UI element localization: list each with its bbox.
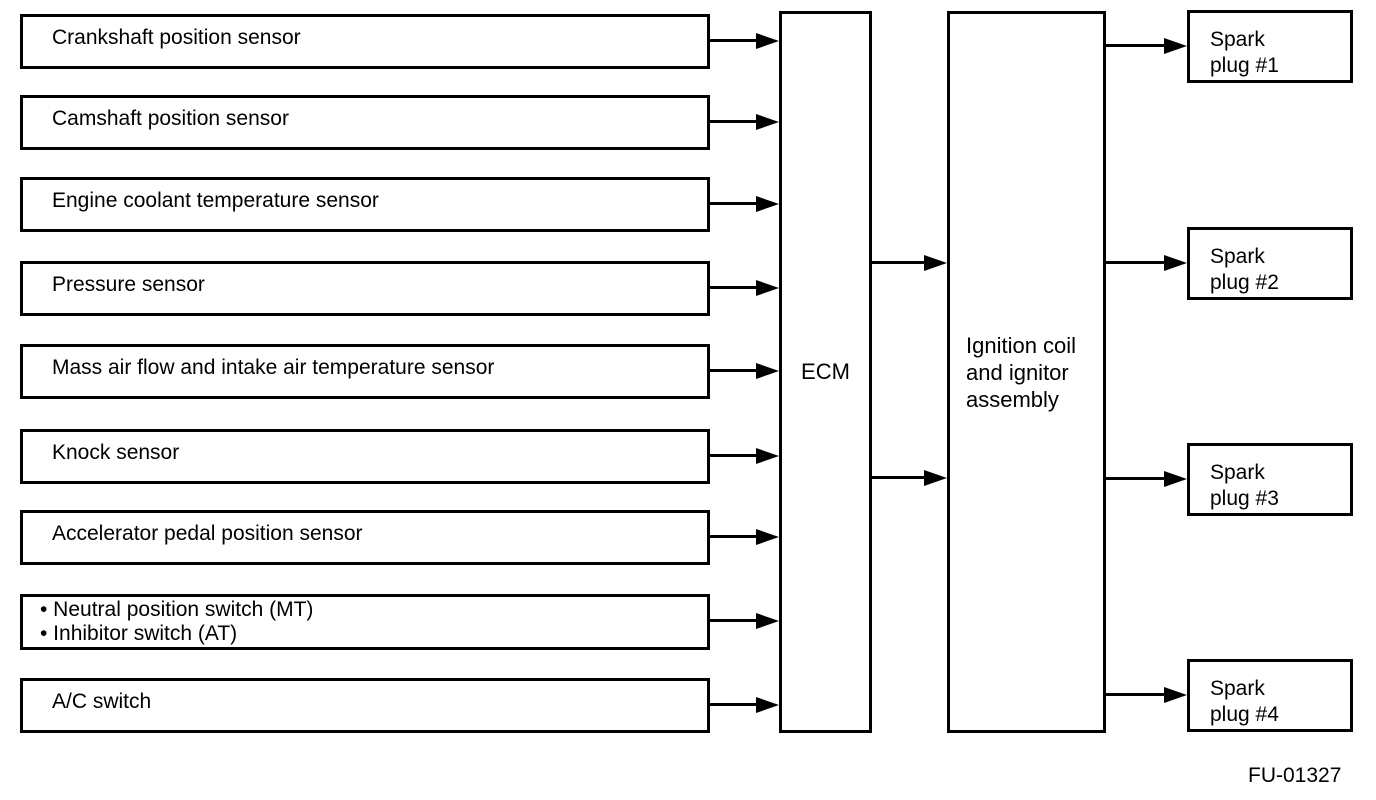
arrow-coolant-to-ecm (710, 196, 779, 212)
coil-label-line-1: Ignition coil (966, 332, 1077, 358)
plug-label-line-2: plug #4 (1210, 703, 1279, 726)
arrow-ecm-to-coil-lower (872, 470, 947, 486)
arrow-shaft (710, 39, 759, 42)
arrow-shaft (710, 202, 759, 205)
coil-label-line-2: and ignitor (966, 359, 1069, 385)
arrow-accelerator-to-ecm (710, 529, 779, 545)
arrow-maf-to-ecm (710, 363, 779, 379)
arrow-shaft (710, 369, 759, 372)
arrowhead-icon (756, 280, 779, 296)
input-label-line-1: • Neutral position switch (MT) (40, 598, 314, 621)
plug-label-line-1: Spark (1210, 461, 1265, 484)
input-box-camshaft-position-sensor: Camshaft position sensor (20, 95, 710, 150)
spark-plug-3-box: Spark plug #3 (1187, 443, 1353, 516)
arrow-crankshaft-to-ecm (710, 33, 779, 49)
input-label: Knock sensor (52, 440, 180, 464)
arrow-ac-switch-to-ecm (710, 697, 779, 713)
input-box-engine-coolant-temperature-sensor: Engine coolant temperature sensor (20, 177, 710, 232)
input-box-crankshaft-position-sensor: Crankshaft position sensor (20, 14, 710, 69)
input-label: Crankshaft position sensor (52, 25, 301, 49)
arrowhead-icon (1164, 687, 1187, 703)
input-label: Mass air flow and intake air temperature… (52, 355, 495, 379)
arrow-coil-to-spark-plug-3 (1106, 471, 1187, 487)
arrow-knock-to-ecm (710, 448, 779, 464)
arrow-shaft (1106, 44, 1167, 47)
arrowhead-icon (756, 114, 779, 130)
arrow-shaft (710, 619, 759, 622)
arrow-coil-to-spark-plug-1 (1106, 38, 1187, 54)
arrowhead-icon (924, 255, 947, 271)
arrowhead-icon (756, 33, 779, 49)
plug-label-line-2: plug #3 (1210, 487, 1279, 510)
arrowhead-icon (1164, 255, 1187, 271)
arrow-neutral-inhibitor-to-ecm (710, 613, 779, 629)
figure-id-label: FU-01327 (1248, 764, 1342, 787)
input-box-mass-air-flow-intake-air-temperature-sensor: Mass air flow and intake air temperature… (20, 344, 710, 399)
arrowhead-icon (756, 697, 779, 713)
arrowhead-icon (756, 613, 779, 629)
arrowhead-icon (756, 363, 779, 379)
arrow-shaft (1106, 693, 1167, 696)
plug-label-line-1: Spark (1210, 677, 1265, 700)
spark-plug-4-box: Spark plug #4 (1187, 659, 1353, 732)
arrow-shaft (1106, 261, 1167, 264)
input-label: Pressure sensor (52, 272, 205, 296)
plug-label-line-1: Spark (1210, 245, 1265, 268)
arrow-shaft (872, 261, 927, 264)
spark-plug-1-box: Spark plug #1 (1187, 10, 1353, 83)
plug-label-line-1: Spark (1210, 28, 1265, 51)
input-box-pressure-sensor: Pressure sensor (20, 261, 710, 316)
arrow-ecm-to-coil-upper (872, 255, 947, 271)
arrow-shaft (710, 703, 759, 706)
arrow-pressure-to-ecm (710, 280, 779, 296)
arrow-coil-to-spark-plug-2 (1106, 255, 1187, 271)
arrowhead-icon (1164, 471, 1187, 487)
input-label: Accelerator pedal position sensor (52, 521, 363, 545)
input-label-line-2: • Inhibitor switch (AT) (40, 622, 238, 645)
coil-label-line-3: assembly (966, 386, 1059, 412)
input-label: A/C switch (52, 689, 152, 713)
arrow-shaft (710, 454, 759, 457)
arrowhead-icon (756, 529, 779, 545)
input-label: Camshaft position sensor (52, 106, 289, 130)
arrow-camshaft-to-ecm (710, 114, 779, 130)
input-label: Engine coolant temperature sensor (52, 188, 379, 212)
arrow-shaft (872, 476, 927, 479)
arrowhead-icon (756, 448, 779, 464)
ecm-box: ECM (779, 11, 872, 733)
input-box-ac-switch: A/C switch (20, 678, 710, 733)
arrowhead-icon (756, 196, 779, 212)
arrowhead-icon (924, 470, 947, 486)
input-box-accelerator-pedal-position-sensor: Accelerator pedal position sensor (20, 510, 710, 565)
arrow-coil-to-spark-plug-4 (1106, 687, 1187, 703)
input-box-neutral-inhibitor-switch: • Neutral position switch (MT) • Inhibit… (20, 594, 710, 650)
arrow-shaft (710, 535, 759, 538)
arrowhead-icon (1164, 38, 1187, 54)
arrow-shaft (1106, 477, 1167, 480)
plug-label-line-2: plug #1 (1210, 54, 1279, 77)
plug-label-line-2: plug #2 (1210, 271, 1279, 294)
spark-plug-2-box: Spark plug #2 (1187, 227, 1353, 300)
ecm-label: ECM (801, 359, 850, 384)
arrow-shaft (710, 286, 759, 289)
arrow-shaft (710, 120, 759, 123)
input-box-knock-sensor: Knock sensor (20, 429, 710, 484)
ignition-coil-ignitor-assembly-box: Ignition coil and ignitor assembly (947, 11, 1106, 733)
